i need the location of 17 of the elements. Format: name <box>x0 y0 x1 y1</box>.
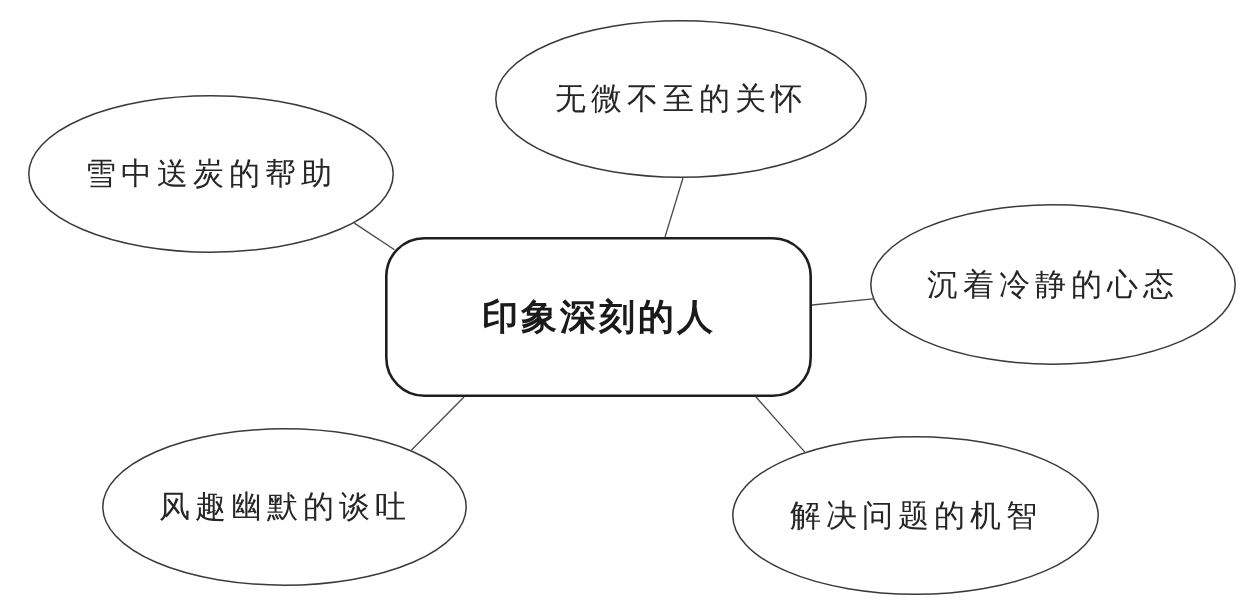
oval-bubble <box>495 20 867 178</box>
connector-line <box>353 222 396 251</box>
bubble-text: 风趣幽默的谈吐 <box>158 488 411 526</box>
bubble-text: 沉着冷静的心态 <box>927 265 1179 304</box>
oval-bubble <box>870 204 1236 365</box>
connector-line <box>410 396 465 451</box>
bubble-text: 雪中送炭的帮助 <box>85 155 337 193</box>
connector-line <box>664 177 684 238</box>
bubble-text: 无微不至的关怀 <box>555 80 807 118</box>
bubble-text: 解决问题的机智 <box>789 496 1042 535</box>
connector-line <box>811 298 874 306</box>
topic-text: 印象深刻的人 <box>481 295 716 339</box>
topic-box <box>385 237 812 397</box>
oval-bubble <box>102 428 467 586</box>
oval-bubble <box>732 436 1099 595</box>
oval-bubble <box>28 95 394 253</box>
connector-line <box>755 396 806 453</box>
